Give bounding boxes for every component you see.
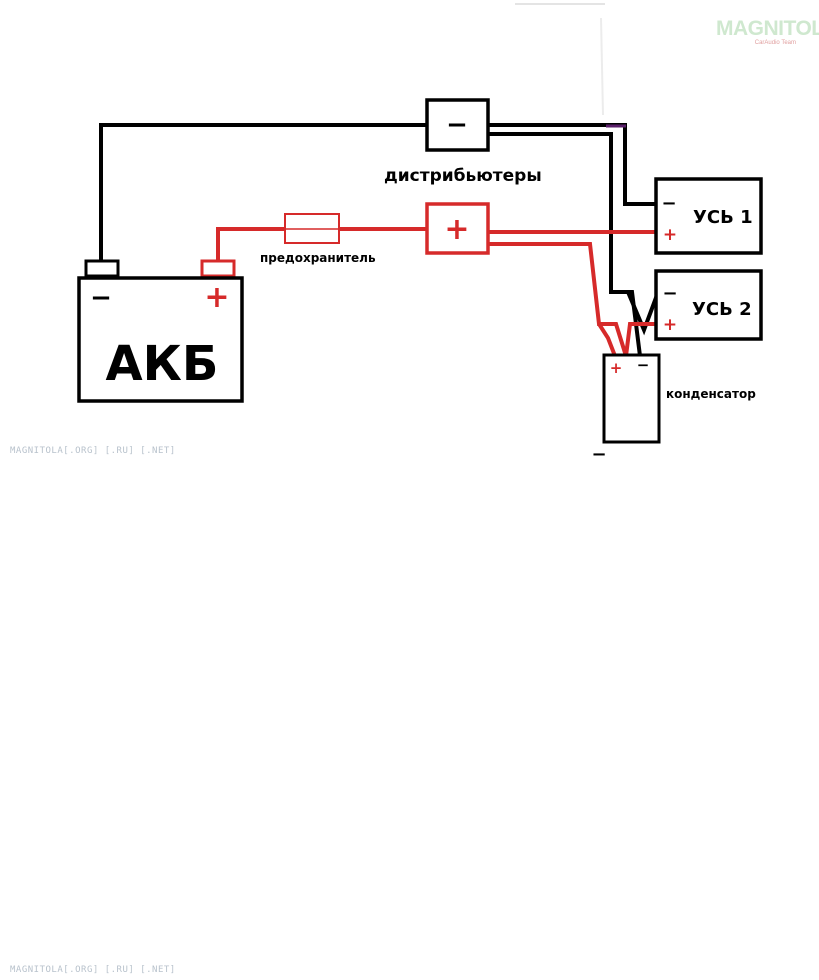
magnitola-logo: MAGNITOLA CarAudio Team bbox=[716, 17, 819, 48]
amp2-plus-sign: + bbox=[663, 315, 677, 335]
amp1-box bbox=[654, 177, 763, 255]
positive-wire-capacitor bbox=[597, 322, 617, 357]
distributor-negative-box bbox=[425, 98, 490, 152]
scan-artifact bbox=[600, 17, 604, 116]
positive-wire-distributor-to-amp2 bbox=[489, 242, 657, 357]
battery-plus-sign: + bbox=[204, 280, 229, 315]
negative-wire-distributor-to-amp1 bbox=[487, 123, 657, 206]
capacitor-plus-sign: + bbox=[610, 359, 623, 377]
fuse-label: предохранитель bbox=[260, 251, 376, 265]
distributor-minus-sign: − bbox=[446, 110, 468, 140]
negative-wire-battery-to-distributor bbox=[99, 123, 428, 262]
capacitor-box bbox=[602, 353, 661, 444]
amp1-plus-sign: + bbox=[663, 225, 677, 245]
battery-minus-terminal bbox=[84, 259, 120, 278]
battery-label: АКБ bbox=[106, 336, 219, 392]
watermark-top: MAGNITOLA[.ORG] [.RU] [.NET] bbox=[10, 446, 176, 456]
distributor-positive-box bbox=[425, 202, 490, 255]
positive-wire-battery-to-fuse bbox=[216, 227, 285, 262]
negative-wire-capacitor bbox=[611, 290, 642, 357]
ground-symbol: − bbox=[591, 444, 606, 465]
logo-subtitle: CarAudio Team bbox=[754, 40, 796, 46]
amp2-box bbox=[654, 269, 763, 341]
capacitor-minus-sign: − bbox=[637, 356, 650, 374]
battery-box bbox=[77, 276, 244, 403]
amp1-minus-sign: − bbox=[661, 193, 676, 214]
distributors-label: дистрибьютеры bbox=[384, 166, 542, 186]
battery-minus-sign: − bbox=[90, 283, 112, 313]
amp2-label: УСЬ 2 bbox=[692, 299, 752, 320]
amp1-label: УСЬ 1 bbox=[693, 207, 753, 228]
capacitor-label: конденсатор bbox=[666, 387, 756, 401]
logo-text: MAGNITOLA bbox=[716, 17, 819, 40]
distributor-plus-sign: + bbox=[444, 212, 469, 247]
battery-plus-terminal bbox=[200, 259, 236, 278]
watermark-bottom: MAGNITOLA[.ORG] [.RU] [.NET] bbox=[10, 965, 176, 975]
amp2-minus-sign: − bbox=[662, 283, 677, 304]
